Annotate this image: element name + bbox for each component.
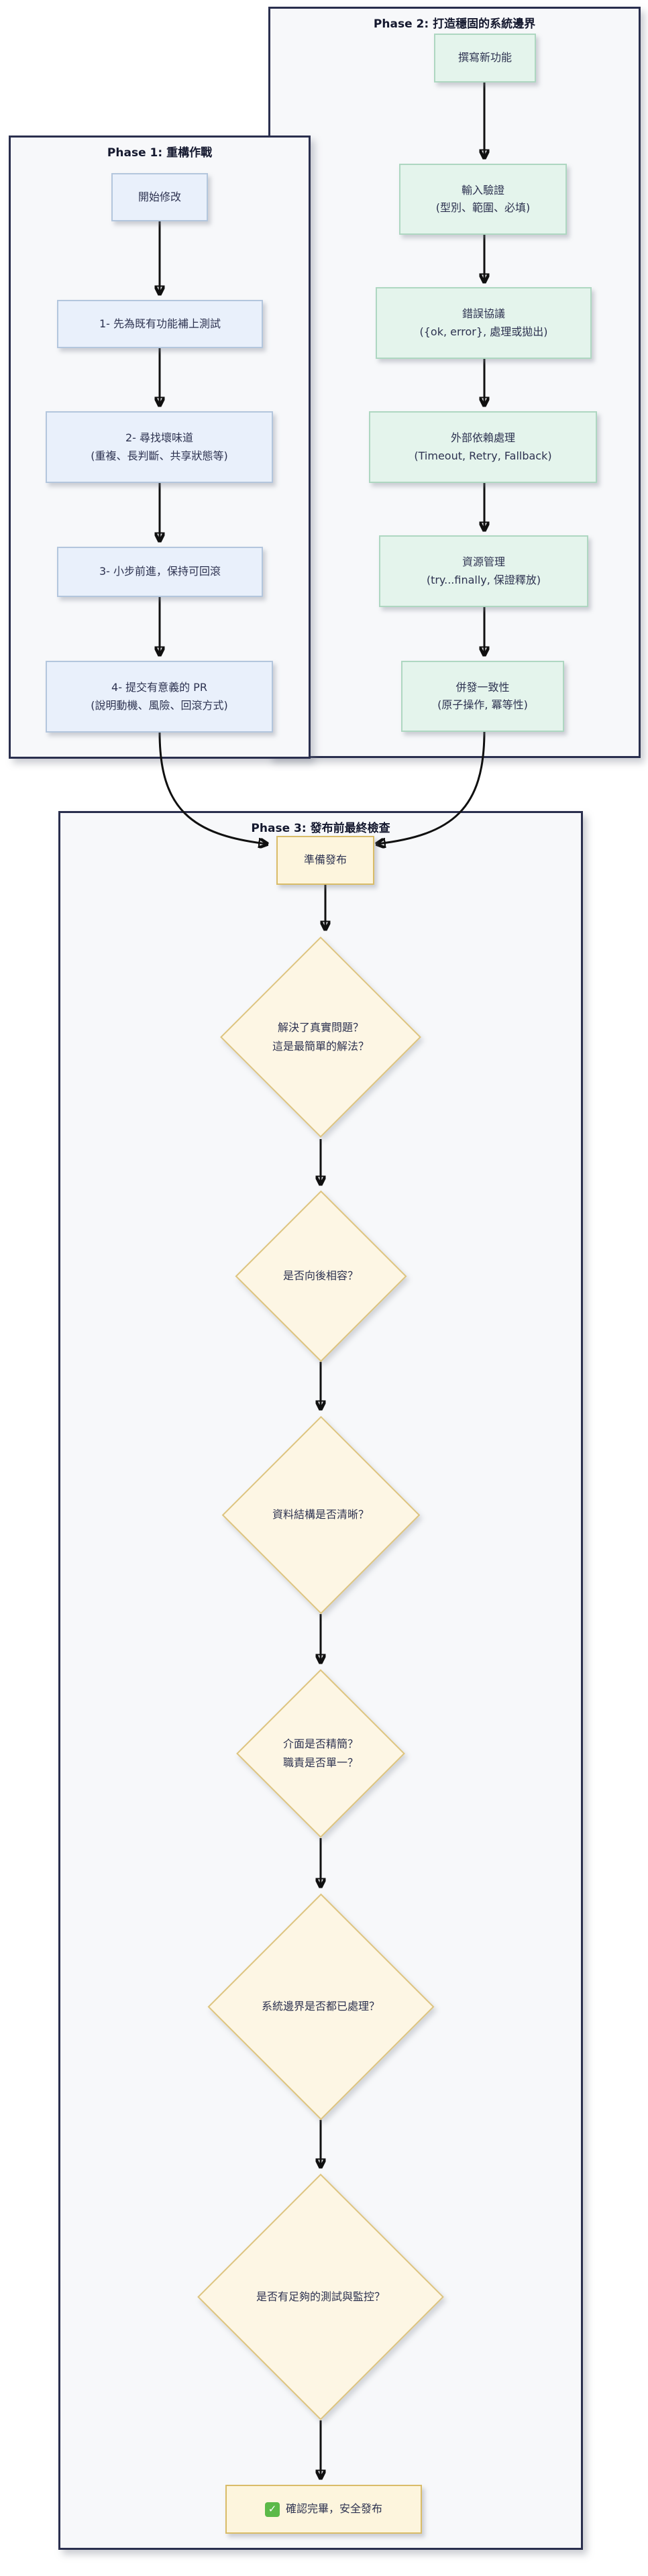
node-label: 外部依賴處理 [450,431,515,445]
p3-decision3-label: 資料結構是否清晰？ [272,1508,370,1521]
node-label: (型別、範圍、必填) [435,201,531,214]
p1-step2-node: 2- 尋找壞味道 (重複、長判斷、共享狀態等) [46,411,273,483]
node-label: 2- 尋找壞味道 [125,431,194,445]
p1-step3-node: 3- 小步前進，保持可回滾 [57,547,263,597]
node-label: ({ok, error}, 處理或拋出) [419,325,548,338]
node-label: (原子操作, 冪等性) [437,698,528,711]
node-label: 準備發布 [303,853,347,867]
node-label: 開始修改 [138,190,181,203]
p3-decision2-label: 是否向後相容？ [282,1269,359,1282]
phase1-title: Phase 1: 重構作戰 [107,146,213,160]
check-emoji-icon: ✓ [264,2502,280,2517]
node-label: 併發一致性 [455,680,510,694]
phase2-title: Phase 2: 打造穩固的系統邊界 [373,17,536,31]
p2-concurrency-node: 併發一致性 (原子操作, 冪等性) [401,661,564,732]
p1-step1-node: 1- 先為既有功能補上測試 [57,300,263,348]
p1-start-node: 開始修改 [111,173,208,221]
node-label: 錯誤協議 [462,307,505,321]
p2-external-deps-node: 外部依賴處理 (Timeout, Retry, Fallback) [369,411,597,483]
p2-start-node: 撰寫新功能 [434,34,536,83]
node-label: 資源管理 [462,555,505,569]
node-label: (Timeout, Retry, Fallback) [414,449,552,462]
p3-decision5-label: 系統邊界是否都已處理？ [261,2000,380,2012]
p2-validation-node: 輸入驗證 (型別、範圍、必填) [399,164,567,235]
p3-decision1-label: 解決了真實問題？ 這是最簡單的解法？ [272,1021,370,1053]
node-label: (重複、長判斷、共享狀態等) [91,449,228,462]
p2-error-protocol-node: 錯誤協議 ({ok, error}, 處理或拋出) [376,287,592,359]
node-label: 3- 小步前進，保持可回滾 [99,565,221,578]
node-label: (說明動機、風險、回滾方式) [91,698,228,712]
node-label: (try...finally, 保證釋放) [426,573,541,586]
node-label: 撰寫新功能 [457,51,512,64]
phase3-title: Phase 3: 發布前最終檢查 [251,822,390,835]
node-label: 4- 提交有意義的 PR [111,681,207,694]
phase2-subgraph: Phase 2: 打造穩固的系統邊界 [268,7,641,758]
p3-decision6-label: 是否有足夠的測試與監控？ [256,2290,386,2303]
p3-decision4-label: 介面是否精簡？ 職責是否單一？ [282,1737,359,1769]
final-label: 確認完畢，安全發布 [285,2502,382,2516]
p2-resource-mgmt-node: 資源管理 (try...finally, 保證釋放) [379,535,588,607]
p3-final-node: ✓ 確認完畢，安全發布 [225,2485,422,2534]
node-label: 輸入驗證 [461,183,504,197]
p1-step4-node: 4- 提交有意義的 PR (說明動機、風險、回滾方式) [46,661,273,733]
node-label: 1- 先為既有功能補上測試 [99,317,221,330]
p3-prepare-release-node: 準備發布 [276,836,374,885]
